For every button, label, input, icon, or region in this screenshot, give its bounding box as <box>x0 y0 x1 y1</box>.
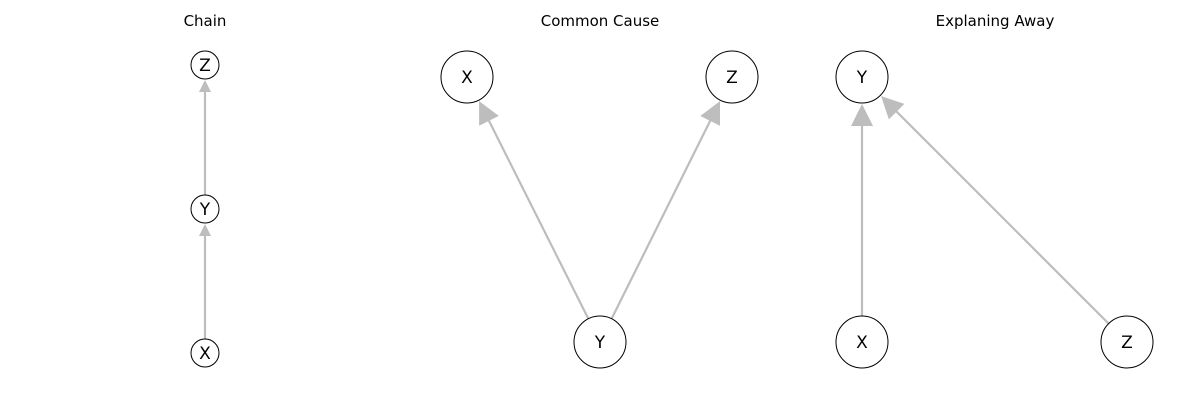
arrowhead-icon <box>700 101 720 126</box>
edge-line <box>894 109 1110 325</box>
node-label-z: Z <box>1121 333 1133 353</box>
node-label-y: Y <box>199 200 211 220</box>
panel-explaining-away: Explaning Away Y X Z <box>835 12 1154 369</box>
edge-x-to-y <box>851 104 873 316</box>
edge-z-to-y <box>881 96 1110 325</box>
edges-explaining-away <box>851 96 1110 325</box>
edges-common-cause <box>479 101 720 320</box>
edge-y-to-x <box>479 101 590 320</box>
node-label-z: Z <box>199 56 211 76</box>
edge-y-to-z <box>610 101 720 320</box>
edge-y-to-z <box>199 80 211 195</box>
node-y: Y <box>835 50 889 104</box>
node-x: X <box>190 338 220 368</box>
panel-chain: Chain Z Y X <box>184 12 227 368</box>
arrowhead-icon <box>199 80 211 92</box>
arrowhead-icon <box>881 96 905 120</box>
node-label-y: Y <box>856 68 868 88</box>
node-label-z: Z <box>726 68 738 88</box>
node-z: Z <box>1100 315 1154 369</box>
node-label-x: X <box>856 333 868 353</box>
panel-common-cause: Common Cause X Z Y <box>440 12 759 369</box>
panel-title-chain: Chain <box>184 12 227 30</box>
edge-line <box>610 118 713 320</box>
panel-title-common-cause: Common Cause <box>541 12 660 30</box>
arrowhead-icon <box>199 224 211 236</box>
node-x: X <box>835 315 889 369</box>
node-x: X <box>440 50 494 104</box>
node-label-y: Y <box>594 333 606 353</box>
node-z: Z <box>190 50 220 80</box>
node-z: Z <box>705 50 759 104</box>
node-y: Y <box>573 315 627 369</box>
arrowhead-icon <box>479 101 499 126</box>
arrowhead-icon <box>851 104 873 126</box>
edge-x-to-y <box>199 224 211 339</box>
edge-line <box>487 118 590 320</box>
panel-title-explaining-away: Explaning Away <box>936 12 1055 30</box>
node-label-x: X <box>461 68 473 88</box>
node-y: Y <box>190 194 220 224</box>
node-label-x: X <box>199 344 211 364</box>
edges-chain <box>199 80 211 339</box>
